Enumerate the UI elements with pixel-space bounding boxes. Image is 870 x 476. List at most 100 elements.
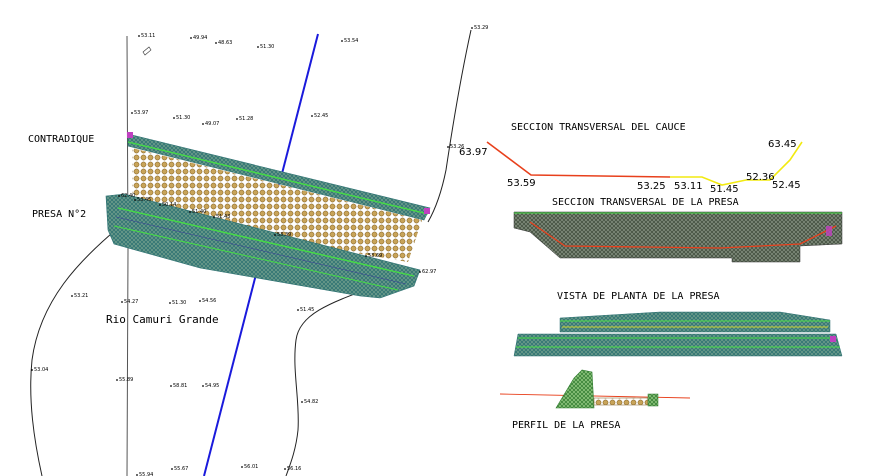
plan-view [30,29,472,476]
spot-height-dot [31,369,33,371]
spot-height-label: 53.11 [141,33,155,39]
spot-height-label: 53.39 [277,232,291,238]
spot-height-label: 49.07 [205,121,219,127]
spot-height-label: 53.29 [474,25,488,31]
spot-height-label: 50.14 [162,202,176,208]
perfil-title: PERFIL DE LA PRESA [512,420,620,431]
spot-height-dot [138,35,140,37]
planta-end-marker [830,336,836,342]
elev-label-2: 53.59 [507,178,536,189]
spot-height-label: 53.97 [134,110,148,116]
right-bank-contour [427,29,472,223]
spot-height-dot [284,468,286,470]
spot-height-dot [215,42,217,44]
spot-height-label: 56.16 [287,466,301,472]
spot-height-dot [257,46,259,48]
stone-fill-area [132,148,422,262]
spot-height-label: 54.95 [205,383,219,389]
planta-upper-body [559,311,831,333]
spot-height-dot [116,379,118,381]
spot-height-label: 55.89 [119,377,133,383]
spot-height-label: 62.40 [121,193,135,199]
spot-height-dot [301,401,303,403]
spot-height-dot [471,27,473,29]
spot-height-label: 53.04 [34,367,48,373]
presa-inner-line [115,216,407,285]
spot-height-label: 51.45 [300,307,314,313]
contradique-marker [127,132,133,138]
spot-height-label: 56.01 [244,464,258,470]
spot-height-dot [241,466,243,468]
spot-height-label: 51.28 [239,116,253,122]
presa-structure [105,193,421,299]
left-bank-contour [30,227,119,476]
spot-height-dot [121,301,123,303]
spot-height-label: 62.97 [422,269,436,275]
elev-label-7: 52.45 [772,180,801,191]
spot-height-dot [190,37,192,39]
elev-label-1: 63.97 [459,147,488,158]
presa-section: SECCION TRANSVERSAL DE LA PRESA [513,197,843,263]
presa-section-end-marker [826,226,832,236]
spot-height-label: 58.81 [173,383,187,389]
elev-label-8: 63.45 [768,139,797,150]
spot-height-dot [173,117,175,119]
presa-section-ground-line [529,221,837,249]
spot-height-dot [365,255,367,257]
spot-height-label: 53.54 [344,38,358,44]
spot-height-dot [419,271,421,273]
spot-height-label: 54.27 [124,299,138,305]
spot-height-dot [311,115,313,117]
presa-toe-line [113,225,399,291]
cauce-profile-red [486,141,671,178]
spot-height-dot [236,118,238,120]
spot-height-dot [202,385,204,387]
contradique-marker-right [424,208,430,214]
planta-view: VISTA DE PLANTA DE LA PRESA [513,291,843,357]
cauce-profile-yellow [670,141,803,186]
vertical-boundary-line [126,35,129,476]
spot-height-label: 49.94 [193,35,207,41]
presa-section-body [513,211,843,263]
perfil-ground-line [499,393,691,399]
planta-view-title: VISTA DE PLANTA DE LA PRESA [557,291,720,302]
spot-heights: 53.11 49.94 48.63 51.30 53.54 53.29 53.97 51.30… [31,25,488,476]
spot-height-dot [118,195,120,197]
spot-height-dot [136,474,138,476]
spot-height-label: 54.56 [202,298,216,304]
elev-label-5: 51.45 [710,184,739,195]
spot-height-label: 53.45 [137,197,151,203]
presa-crest-line [117,207,415,277]
spot-height-dot [131,112,133,114]
contradique-label: CONTRADIQUE [28,134,94,145]
spot-height-dot [71,295,73,297]
spot-height-label: 53.69 [368,253,382,259]
spot-height-label: 48.63 [218,40,232,46]
presa-section-title: SECCION TRANSVERSAL DE LA PRESA [552,197,739,208]
elev-label-4: 53.11 [674,181,703,192]
spot-height-dot [189,211,191,213]
elev-label-3: 53.25 [637,181,666,192]
spot-height-dot [134,199,136,201]
cauce-section-title: SECCION TRANSVERSAL DEL CAUCE [511,122,686,133]
spot-height-dot [199,300,201,302]
spot-height-label: 51.30 [176,115,190,121]
spot-height-label: 55.67 [174,466,188,472]
spot-height-dot [297,309,299,311]
perfil-end-sill [647,393,659,407]
spot-height-label: 51.40 [192,209,206,215]
spot-height-dot [159,204,161,206]
spot-height-dot [171,468,173,470]
spot-height-dot [202,123,204,125]
perfil-apron [593,397,649,406]
spot-height-label: 51.30 [260,44,274,50]
river-name-label: Rio Camuri Grande [106,313,219,326]
spot-height-dot [447,146,449,148]
spot-height-label: 55.94 [139,472,153,476]
spot-height-label: 53.26 [450,144,464,150]
perfil-view: PERFIL DE LA PRESA [499,369,691,431]
spot-height-label: 54.82 [304,399,318,405]
spot-height-label: 51.30 [172,300,186,306]
spot-height-dot [213,216,215,218]
